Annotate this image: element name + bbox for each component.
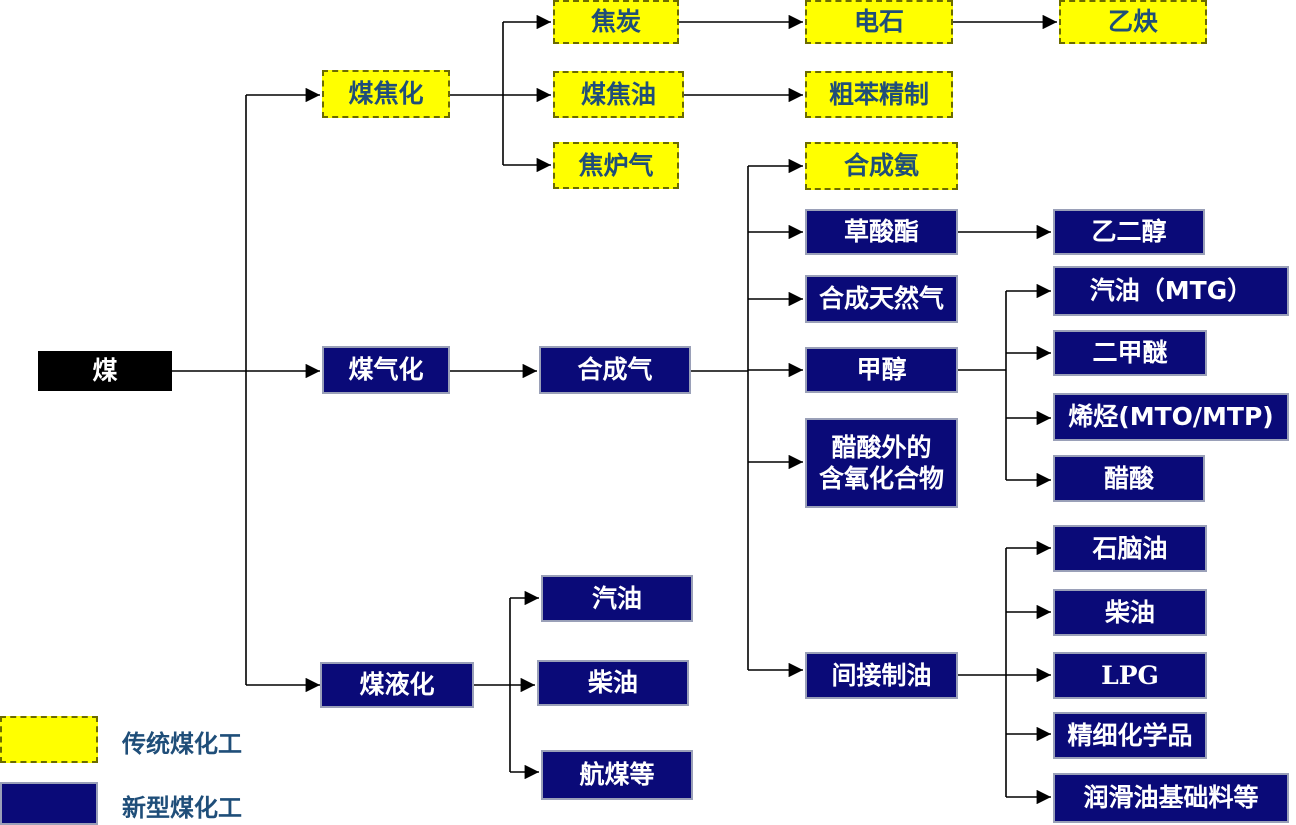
fine-chem-node: 精细化学品 <box>1053 712 1207 759</box>
coal-root-node: 煤 <box>38 351 172 391</box>
legend-traditional-label: 传统煤化工 <box>122 730 242 758</box>
mtg-node: 汽油（MTG） <box>1053 266 1289 316</box>
syngas-node: 合成气 <box>539 346 691 394</box>
oxygenates-node: 醋酸外的 含氧化合物 <box>805 418 958 508</box>
coke-oven-gas-node: 焦炉气 <box>553 142 679 189</box>
acetylene-node: 乙炔 <box>1059 0 1207 44</box>
dme-node: 二甲醚 <box>1053 330 1207 376</box>
legend-new-swatch <box>0 782 98 825</box>
olefins-node: 烯烃(MTO/MTP) <box>1053 393 1289 441</box>
jet-fuel-node: 航煤等 <box>541 750 693 800</box>
acetic-acid-node: 醋酸 <box>1053 455 1205 502</box>
oxalate-node: 草酸酯 <box>805 209 958 255</box>
naphtha-node: 石脑油 <box>1053 525 1207 572</box>
legend-new-label: 新型煤化工 <box>122 794 242 822</box>
sng-node: 合成天然气 <box>805 275 958 323</box>
gasification-node: 煤气化 <box>322 346 450 394</box>
lube-base-node: 润滑油基础料等 <box>1053 773 1289 823</box>
coke-node: 焦炭 <box>553 0 679 44</box>
liquefaction-node: 煤液化 <box>320 662 474 708</box>
ethylene-glycol-node: 乙二醇 <box>1053 209 1205 255</box>
methanol-node: 甲醇 <box>805 347 958 393</box>
indirect-oil-node: 间接制油 <box>805 652 958 699</box>
ammonia-node: 合成氨 <box>805 142 958 190</box>
coking-node: 煤焦化 <box>322 70 450 118</box>
calcium-carbide-node: 电石 <box>805 0 953 44</box>
diesel-indirect-node: 柴油 <box>1053 589 1207 636</box>
gasoline-node: 汽油 <box>541 575 693 622</box>
coal-tar-node: 煤焦油 <box>553 71 684 118</box>
legend-traditional-swatch <box>0 716 98 763</box>
diesel-direct-node: 柴油 <box>537 660 689 706</box>
crude-benzene-node: 粗苯精制 <box>805 71 953 118</box>
lpg-node: LPG <box>1053 652 1207 699</box>
